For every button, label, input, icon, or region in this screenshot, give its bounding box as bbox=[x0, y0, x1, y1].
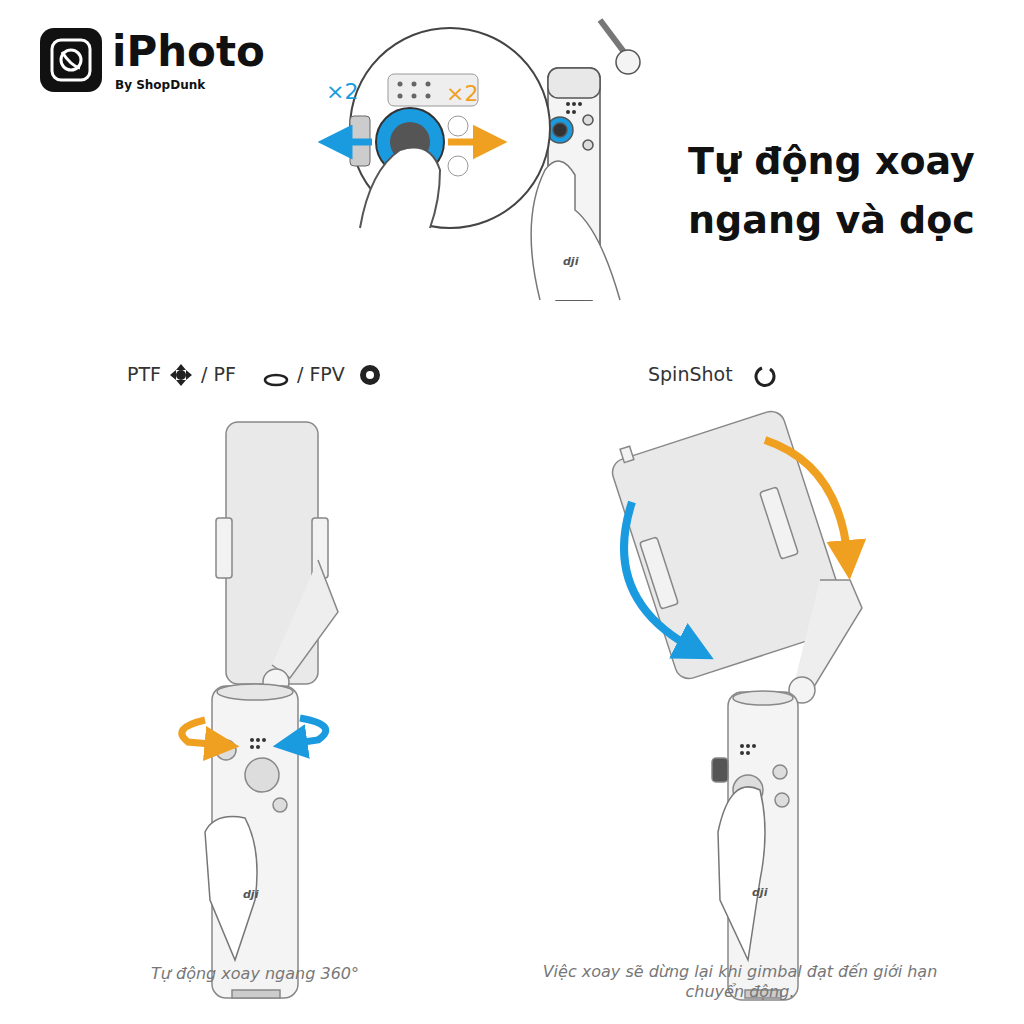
brand-mark: dji bbox=[752, 886, 767, 900]
name: iPhoto bbox=[112, 26, 265, 79]
figure-caption: Việc xoay sẽ dừng lại khi gimbal đạt đến… bbox=[540, 962, 940, 1002]
title: Tự động xoay ngang và dọc bbox=[688, 132, 1018, 250]
brand-mark: dji bbox=[243, 888, 258, 902]
mode-name: SpinShot bbox=[648, 363, 733, 387]
brand-sub: By ShopDunk bbox=[115, 78, 205, 93]
button-count: ×2 bbox=[326, 78, 358, 106]
brand-mark: dji bbox=[563, 255, 578, 269]
mode-name: / PF bbox=[201, 363, 236, 387]
figure-caption: Tự động xoay ngang 360° bbox=[100, 964, 410, 984]
mode-name: PTF bbox=[127, 363, 161, 387]
button-count: ×2 bbox=[446, 80, 478, 108]
mode-name: / FPV bbox=[297, 363, 345, 387]
